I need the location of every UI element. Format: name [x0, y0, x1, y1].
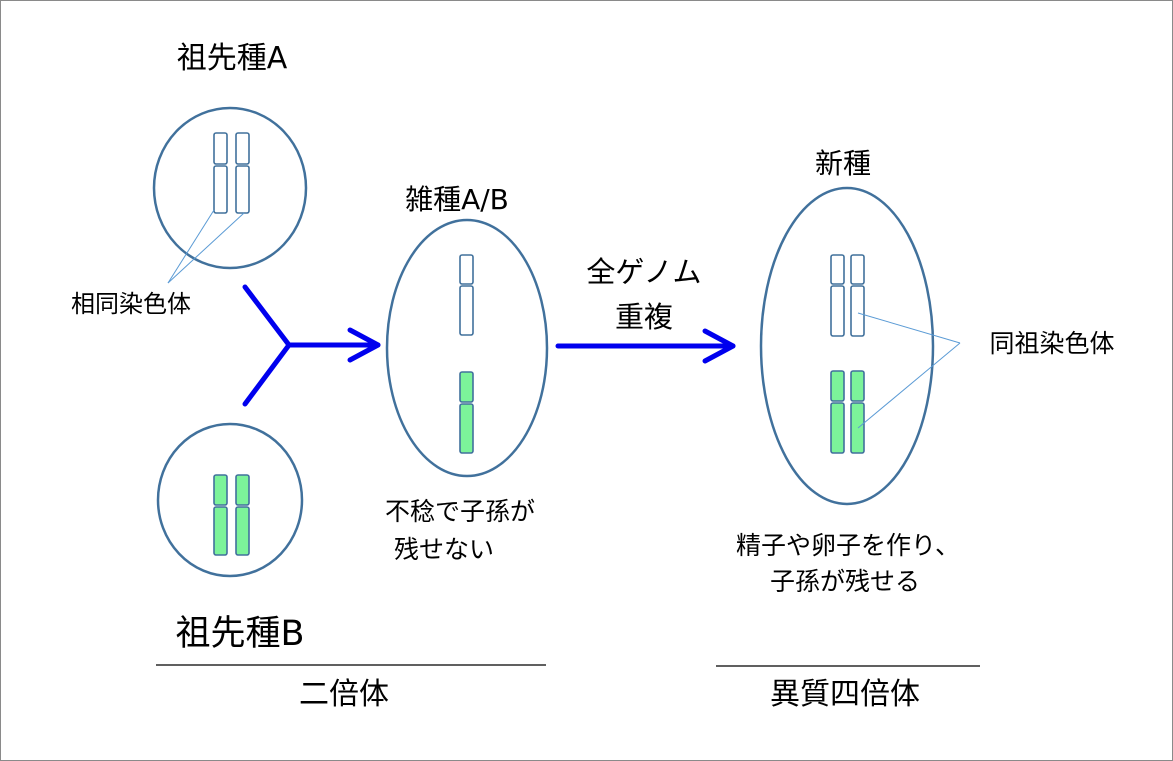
new-species-chromosome-a-right: [850, 254, 865, 337]
hybrid-chromosome-b: [459, 371, 474, 454]
hybridization-arrow: [242, 284, 381, 407]
ancestor-a-label: 祖先種A: [177, 41, 288, 76]
genome-duplication-arrow: [555, 328, 736, 364]
ancestor-a-chromosome-right: [235, 132, 250, 214]
ancestor-a-chromosome-left: [213, 132, 228, 214]
allotetraploid-label: 異質四倍体: [770, 677, 920, 712]
new-species-label: 新種: [815, 147, 871, 180]
homeologous-chromosomes-label: 同祖染色体: [989, 329, 1114, 358]
hybrid-cell: [385, 218, 549, 478]
new-species-chromosome-b-right: [850, 370, 865, 454]
new-species-chromosome-b-left: [830, 370, 845, 454]
new-species-cell-outline: [759, 186, 935, 506]
hybrid-chromosome-a: [459, 254, 474, 336]
diploid-label: 二倍体: [299, 677, 389, 712]
new-species-cell: [759, 186, 935, 506]
homologous-leader-lines: [167, 209, 245, 284]
ancestor-a-cell: [152, 106, 308, 270]
ancestor-b-chromosome-left: [213, 474, 228, 556]
ancestor-b-chromosome-right: [235, 474, 250, 556]
ancestor-a-cell-outline: [152, 106, 308, 270]
genome-duplication-label-line2: 重複: [615, 300, 673, 334]
homeologous-leader-lines: [857, 312, 961, 429]
new-species-note-line2: 子孫が残せる: [770, 567, 920, 596]
hybrid-label: 雑種A/B: [405, 183, 509, 216]
genome-duplication-label-line1: 全ゲノム: [586, 255, 701, 289]
ancestor-b-label: 祖先種B: [175, 614, 304, 654]
new-species-chromosome-a-left: [830, 254, 845, 337]
ancestor-b-cell: [156, 422, 304, 578]
hybrid-cell-outline: [385, 218, 549, 478]
homologous-chromosomes-label: 相同染色体: [71, 290, 191, 318]
hybrid-note-line1: 不稔で子孫が: [385, 497, 535, 526]
ancestor-b-cell-outline: [156, 422, 304, 578]
hybrid-note-line2: 残せない: [394, 535, 494, 564]
new-species-note-line1: 精子や卵子を作り、: [736, 531, 960, 560]
